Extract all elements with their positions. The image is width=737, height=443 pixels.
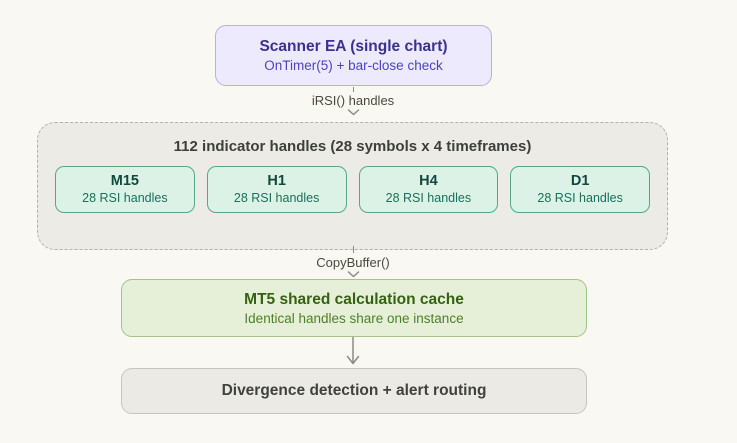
cache-subtitle: Identical handles share one instance [244, 310, 464, 326]
connector-mid-line [352, 246, 354, 253]
timeframe-node-h4: H4 28 RSI handles [358, 166, 499, 213]
timeframe-sublabel: 28 RSI handles [385, 191, 472, 205]
scanner-ea-subtitle: OnTimer(5) + bar-close check [264, 57, 443, 73]
indicator-handles-group: 112 indicator handles (28 symbols x 4 ti… [37, 122, 668, 250]
cache-title: MT5 shared calculation cache [244, 290, 464, 308]
arrowhead-down-icon [347, 109, 360, 116]
arrow-down-icon [346, 337, 360, 365]
scanner-ea-node: Scanner EA (single chart) OnTimer(5) + b… [215, 25, 492, 86]
timeframe-row: M15 28 RSI handles H1 28 RSI handles H4 … [55, 166, 650, 213]
scanner-ea-title: Scanner EA (single chart) [259, 37, 448, 55]
timeframe-sublabel: 28 RSI handles [233, 191, 320, 205]
output-node: Divergence detection + alert routing [121, 368, 587, 414]
timeframe-sublabel: 28 RSI handles [82, 191, 168, 205]
timeframe-sublabel: 28 RSI handles [537, 191, 623, 205]
timeframe-label: H4 [419, 173, 438, 189]
connector-top-line [352, 87, 354, 92]
timeframe-node-h1: H1 28 RSI handles [206, 166, 347, 213]
output-title: Divergence detection + alert routing [221, 382, 487, 399]
connector-mid-label: CopyBuffer() [316, 255, 390, 270]
timeframe-label: H1 [267, 173, 286, 189]
timeframe-label: D1 [570, 173, 590, 189]
cache-node: MT5 shared calculation cache Identical h… [121, 279, 587, 337]
arrowhead-down-icon [347, 271, 360, 278]
timeframe-node-d1: D1 28 RSI handles [510, 166, 650, 213]
timeframe-node-m15: M15 28 RSI handles [55, 166, 195, 213]
timeframe-label: M15 [110, 173, 139, 189]
indicator-handles-title: 112 indicator handles (28 symbols x 4 ti… [173, 138, 532, 155]
connector-top-label: iRSI() handles [311, 93, 395, 108]
